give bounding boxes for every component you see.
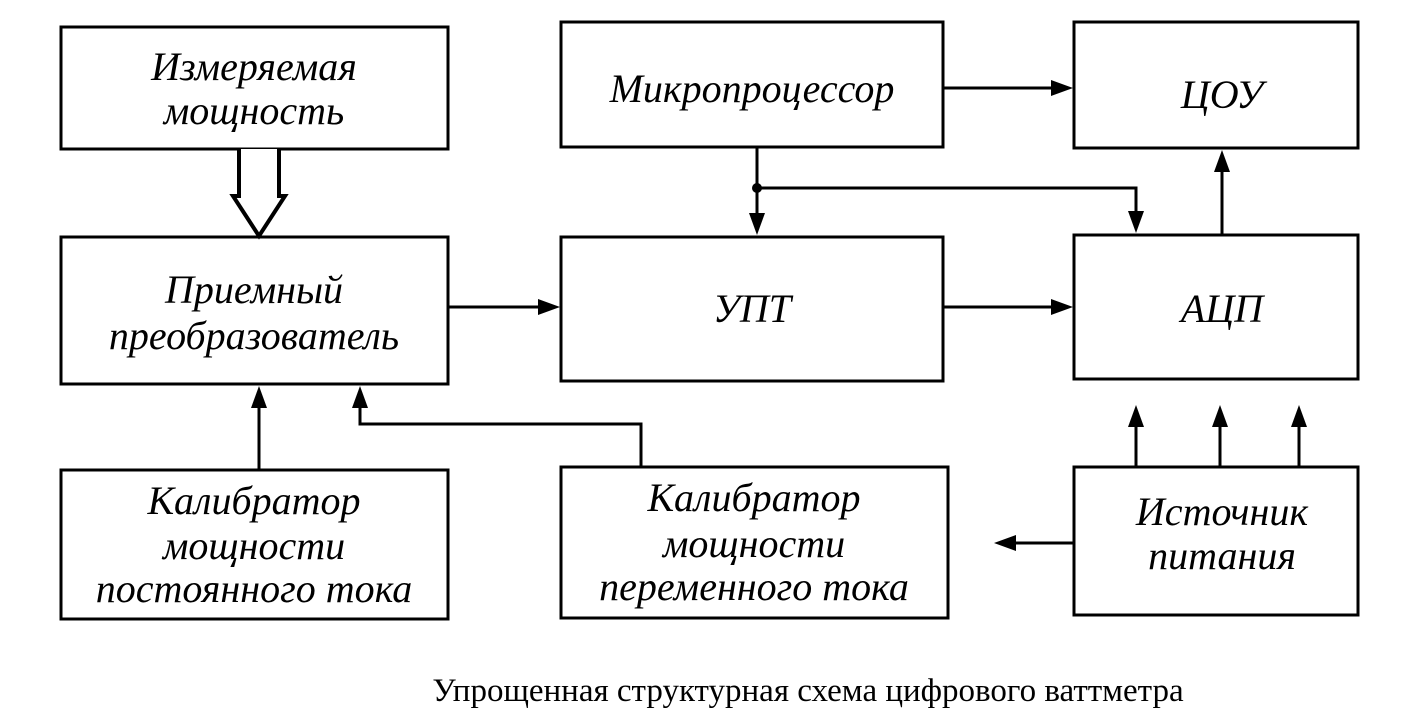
arrow-adc-to-display bbox=[1214, 150, 1230, 235]
dc-calibrator-label-line2: мощности bbox=[161, 523, 345, 568]
dca-label: УПТ bbox=[713, 286, 794, 331]
arrow-power-supply-out-3 bbox=[1291, 405, 1307, 467]
microprocessor-label: Микропроцессор bbox=[609, 66, 895, 111]
arrow-dca-to-adc bbox=[943, 299, 1073, 315]
arrow-receiver-to-dca bbox=[448, 299, 560, 315]
power-supply-label-line1: Источник bbox=[1135, 489, 1308, 534]
block-ac-calibrator: Калибратор мощности переменного тока bbox=[559, 465, 950, 620]
diagram-caption: Упрощенная структурная схема цифрового в… bbox=[432, 673, 1184, 709]
block-measured-power: Измеряемая мощность bbox=[59, 25, 450, 151]
measured-power-label-line2: мощность bbox=[162, 88, 344, 133]
dc-calibrator-label-line3: постоянного тока bbox=[96, 566, 413, 611]
arrow-microprocessor-to-adc bbox=[757, 186, 1144, 233]
hollow-arrow-power-to-receiver bbox=[229, 149, 289, 240]
dc-calibrator-label-line1: Калибратор bbox=[146, 478, 360, 523]
block-microprocessor: Микропроцессор bbox=[559, 20, 945, 149]
block-dca: УПТ bbox=[559, 235, 945, 383]
arrow-power-supply-out-1 bbox=[1128, 405, 1144, 467]
arrow-microprocessor-to-display bbox=[943, 80, 1073, 96]
arrow-power-supply-out-2 bbox=[1212, 405, 1228, 467]
arrow-ac-calibrator-to-receiver bbox=[352, 386, 643, 467]
arrow-microprocessor-to-dca bbox=[749, 147, 765, 235]
block-adc: АЦП bbox=[1072, 233, 1360, 381]
adc-label: АЦП bbox=[1178, 286, 1265, 331]
receiver-converter-label-line1: Приемный bbox=[164, 267, 343, 312]
block-receiver-converter: Приемный преобразователь bbox=[59, 235, 450, 386]
power-supply-label-line2: питания bbox=[1148, 533, 1296, 578]
measured-power-label-line1: Измеряемая bbox=[150, 44, 357, 89]
ac-calibrator-label-line3: переменного тока bbox=[599, 564, 909, 609]
display-label: ЦОУ bbox=[1180, 72, 1268, 117]
receiver-converter-label-line2: преобразователь bbox=[109, 313, 399, 358]
arrow-dc-calibrator-to-receiver bbox=[251, 386, 267, 470]
block-display: ЦОУ bbox=[1072, 20, 1360, 150]
ac-calibrator-label-line1: Калибратор bbox=[646, 475, 860, 520]
ac-calibrator-label-line2: мощности bbox=[661, 521, 845, 566]
arrow-power-supply-out-left bbox=[994, 535, 1074, 551]
block-dc-calibrator: Калибратор мощности постоянного тока bbox=[59, 468, 450, 621]
block-power-supply: Источник питания bbox=[1072, 465, 1360, 617]
